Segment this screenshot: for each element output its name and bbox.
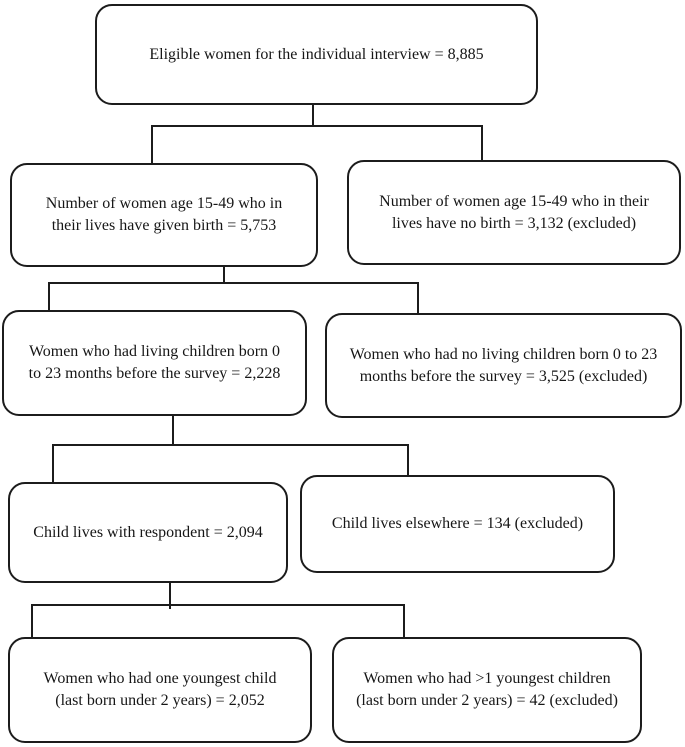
connector-l3-drop-right — [407, 444, 409, 475]
connector-l2-stem — [223, 267, 225, 284]
node-one-youngest-child: Women who had one youngest child (last b… — [8, 637, 312, 743]
connector-l1-bar — [151, 125, 483, 127]
connector-l4-stem — [169, 583, 171, 609]
node-child-elsewhere-label: Child lives elsewhere = 134 (excluded) — [331, 515, 584, 532]
connector-l3-stem — [172, 416, 174, 446]
node-multiple-youngest-label: Women who had >1 youngest children (last… — [356, 670, 618, 709]
connector-l4-drop-right — [403, 604, 405, 637]
connector-l1-stem — [312, 105, 314, 127]
node-child-with-respondent: Child lives with respondent = 2,094 — [8, 482, 288, 583]
node-no-birth-excluded: Number of women age 15-49 who in their l… — [347, 160, 681, 265]
node-living-children: Women who had living children born 0 to … — [2, 310, 307, 416]
node-given-birth-label: Number of women age 15-49 who in their l… — [45, 195, 283, 234]
node-no-birth-label: Number of women age 15-49 who in their l… — [379, 192, 649, 232]
connector-l4-drop-left — [31, 604, 33, 637]
node-living-children-label: Women who had living children born 0 to … — [28, 343, 281, 382]
connector-l2-bar — [48, 282, 419, 284]
node-one-youngest-child-label: Women who had one youngest child (last b… — [43, 670, 277, 709]
node-child-with-respondent-label: Child lives with respondent = 2,094 — [33, 523, 263, 541]
connector-l2-drop-right — [417, 282, 419, 313]
node-multiple-youngest-excluded: Women who had >1 youngest children (last… — [332, 637, 642, 743]
node-eligible-women-label: Eligible women for the individual interv… — [149, 45, 484, 63]
node-no-living-children-label: Women who had no living children born 0 … — [349, 345, 658, 385]
connector-l3-drop-left — [52, 444, 54, 482]
connector-l1-drop-left — [151, 125, 153, 163]
node-eligible-women: Eligible women for the individual interv… — [95, 4, 538, 105]
node-given-birth: Number of women age 15-49 who in their l… — [10, 163, 318, 267]
connector-l3-bar — [52, 444, 409, 446]
node-no-living-children-excluded: Women who had no living children born 0 … — [325, 313, 682, 418]
connector-l2-drop-left — [48, 282, 50, 310]
node-child-elsewhere-excluded: Child lives elsewhere = 134 (excluded) — [300, 475, 615, 573]
connector-l1-drop-right — [481, 125, 483, 160]
connector-l4-bar — [31, 604, 405, 606]
